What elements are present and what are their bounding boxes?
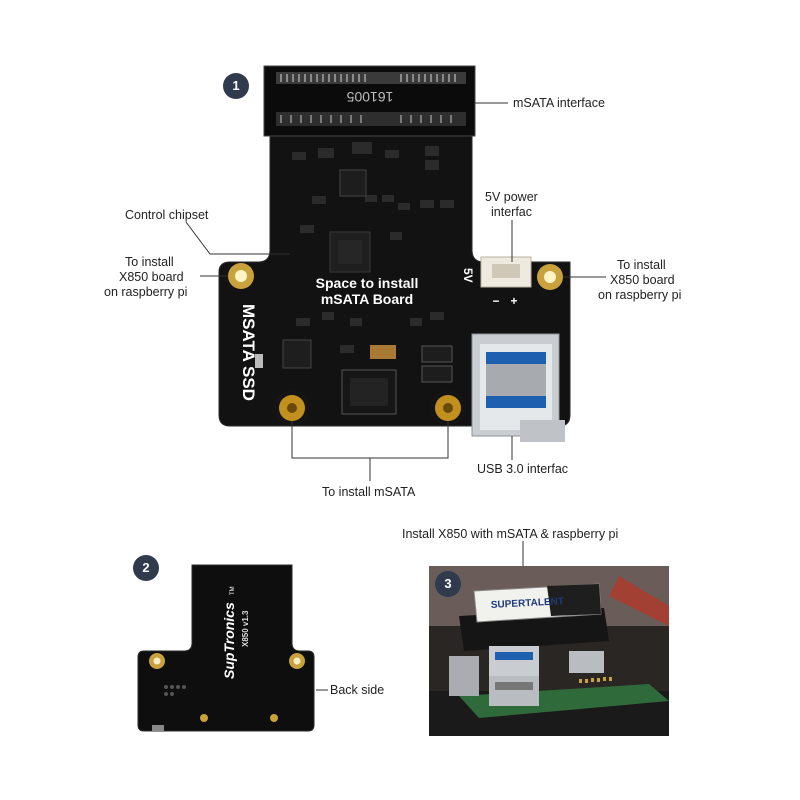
install-right-line2: X850 board — [610, 273, 675, 287]
step-3-badge: 3 — [435, 571, 461, 597]
msata-interface-label: mSATA interface — [513, 96, 605, 110]
connector-code: 161005 — [346, 89, 393, 105]
step-2-badge: 2 — [133, 555, 159, 581]
install-left-line3: on raspberry pi — [104, 285, 188, 299]
board-back-pcb — [137, 564, 315, 732]
step-1-badge: 1 — [223, 73, 249, 99]
power-connector — [480, 256, 532, 288]
space-label-line2: mSATA Board — [321, 291, 413, 307]
brand-trademark: TM — [230, 586, 236, 595]
install-msata-label: To install mSATA — [322, 485, 416, 499]
power-label-line1: 5V power — [485, 190, 538, 204]
model-silk: X850 v1.3 — [241, 610, 250, 647]
power-minus: − — [492, 294, 499, 308]
install-photo-label: Install X850 with mSATA & raspberry pi — [402, 527, 619, 541]
ssd-brand: SUPERTALENT — [491, 596, 565, 611]
msata-ssd-silk: MSATA SSD — [239, 304, 258, 401]
back-side-label: Back side — [330, 683, 385, 697]
brand-logo: SupTronics — [221, 602, 237, 679]
board-front: 161005 Space to install mSATA Board MSAT… — [185, 65, 606, 481]
power-silk: 5V — [461, 268, 475, 283]
install-right-line1: To install — [617, 258, 666, 272]
control-chipset-label: Control chipset — [125, 208, 209, 222]
install-right-line3: on raspberry pi — [598, 288, 682, 302]
install-left-line2: X850 board — [119, 270, 184, 284]
power-label-line2: interfac — [491, 205, 532, 219]
usb-label: USB 3.0 interfac — [477, 462, 569, 476]
install-photo: SUPERTALENT — [429, 566, 669, 736]
space-label-line1: Space to install — [316, 275, 419, 291]
power-plus: + — [510, 294, 517, 308]
board-back: SupTronics TM X850 v1.3 — [137, 564, 328, 732]
install-left-line1: To install — [125, 255, 174, 269]
